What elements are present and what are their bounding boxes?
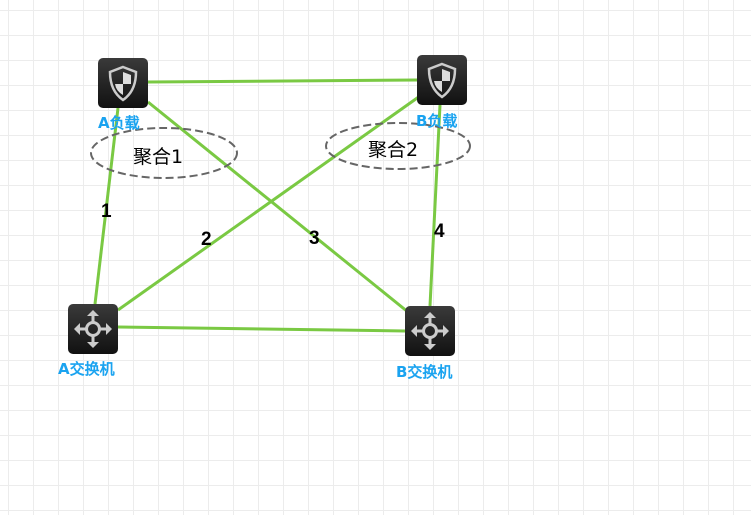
link-3 <box>147 100 409 314</box>
link-3-label: 3 <box>309 228 320 249</box>
link-1 <box>93 107 120 305</box>
aggregation-2-ellipse <box>325 122 471 170</box>
aggregation-2-label: 聚合2 <box>368 139 419 161</box>
aggregation-1-label: 聚合1 <box>133 146 184 168</box>
b-switch-icon[interactable] <box>403 304 457 358</box>
aggregation-1-ellipse <box>90 127 238 179</box>
a-load-shield-icon[interactable] <box>96 56 150 110</box>
link-1-label: 1 <box>101 201 112 222</box>
link-4-label: 4 <box>434 221 445 242</box>
link-2-label: 2 <box>201 229 212 250</box>
b-load-label: B负载 <box>416 112 458 130</box>
a-switch-icon[interactable] <box>66 302 120 356</box>
link-aload-bload <box>147 78 418 84</box>
link-aswitch-bswitch <box>117 325 406 333</box>
a-load-label: A负载 <box>98 114 140 132</box>
a-switch-label: A交换机 <box>58 360 115 378</box>
b-load-shield-icon[interactable] <box>415 53 469 107</box>
link-2 <box>117 94 421 312</box>
link-4 <box>428 104 442 307</box>
b-switch-label: B交换机 <box>396 363 453 381</box>
